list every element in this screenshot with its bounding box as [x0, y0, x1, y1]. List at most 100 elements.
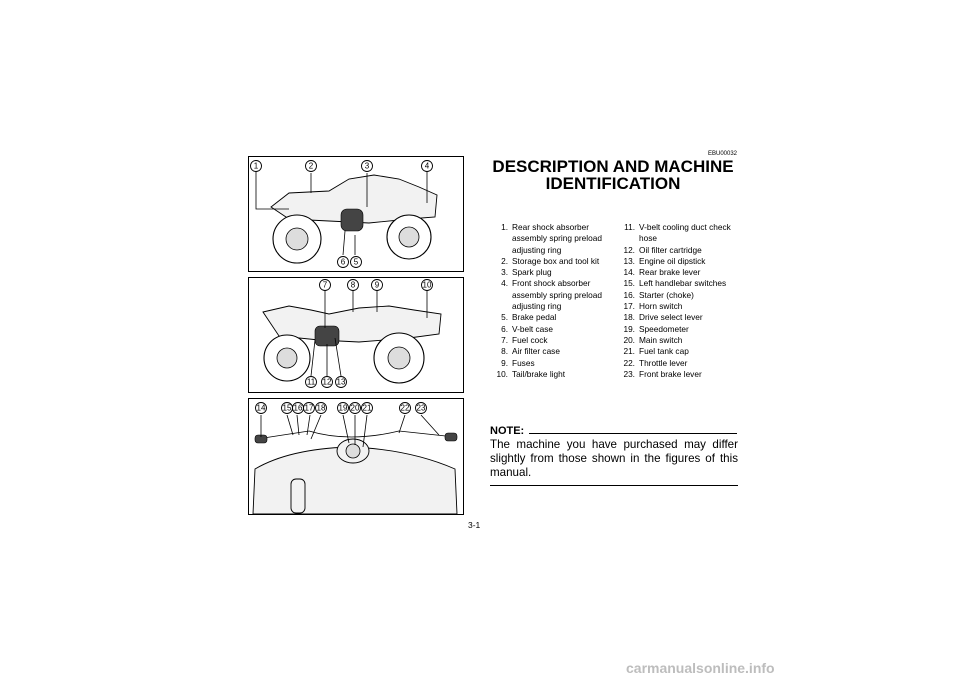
item-number: 8. — [501, 346, 508, 357]
parts-list-right: 11. V-belt cooling duct check hose 12.Oil… — [617, 222, 741, 380]
list-item: 20. Main switch — [617, 335, 741, 346]
callout-11: 11 — [305, 376, 317, 388]
callout-21: 21 — [361, 402, 373, 414]
list-item: 21. Fuel tank cap — [617, 346, 741, 357]
item-number: 20. — [623, 334, 635, 345]
item-text: Fuel cock — [512, 334, 548, 345]
item-number: 2. — [501, 255, 508, 266]
item-text: Main switch — [639, 334, 683, 345]
svg-text:14: 14 — [257, 404, 266, 413]
list-item: 18.Drive select lever — [617, 312, 741, 323]
svg-text:5: 5 — [354, 258, 359, 267]
list-item: 5.Brake pedal — [490, 312, 614, 323]
item-number: 4. — [501, 278, 508, 289]
item-text: Oil filter cartridge — [639, 244, 702, 255]
list-item: 4. Front shock absorber assembly spring p… — [490, 278, 614, 312]
item-number: 22. — [623, 357, 635, 368]
item-text: Rear brake lever — [639, 267, 701, 278]
list-item: 11. V-belt cooling duct check hose — [617, 222, 741, 245]
callout-13: 13 — [335, 376, 347, 388]
figure-atv-left-side: 7 8 9 10 11 12 13 — [248, 277, 464, 393]
callout-7: 7 — [319, 279, 331, 291]
callout-6: 6 — [337, 256, 349, 268]
item-text: Rear shock absorber assembly spring prel… — [512, 222, 602, 255]
note-label: NOTE: — [490, 425, 525, 437]
svg-text:3: 3 — [365, 162, 370, 171]
item-number: 7. — [501, 334, 508, 345]
page-title: DESCRIPTION AND MACHINE IDENTIFICATION — [492, 157, 734, 193]
svg-text:13: 13 — [337, 378, 346, 387]
list-item: 19. Speedometer — [617, 324, 741, 335]
callout-8: 8 — [347, 279, 359, 291]
list-item: 2. Storage box and tool kit — [490, 256, 614, 267]
list-item: 12.Oil filter cartridge — [617, 245, 741, 256]
list-item: 13. Engine oil dipstick — [617, 256, 741, 267]
svg-text:8: 8 — [351, 281, 356, 290]
list-item: 16.Starter (choke) — [617, 290, 741, 301]
page-number: 3-1 — [468, 520, 481, 530]
callout-9: 9 — [371, 279, 383, 291]
item-number: 19. — [623, 323, 635, 334]
list-item: 15.Left handlebar switches — [617, 278, 741, 289]
svg-text:20: 20 — [351, 404, 360, 413]
callout-5: 5 — [350, 256, 362, 268]
item-number: 13. — [623, 255, 635, 266]
callout-17: 17 — [303, 402, 315, 414]
item-text: Front shock absorber assembly spring pre… — [512, 278, 602, 312]
atv-left-side-illustration: 7 8 9 10 11 12 13 — [262, 279, 442, 388]
svg-text:21: 21 — [363, 404, 372, 413]
parts-list-left: 1. Rear shock absorber assembly spring pr… — [490, 222, 614, 380]
item-number: 10. — [496, 368, 508, 379]
list-item: 3. Spark plug — [490, 267, 614, 278]
callout-1: 1 — [250, 160, 262, 172]
svg-text:16: 16 — [294, 404, 303, 413]
figure-atv-right-side: 1 2 3 4 5 6 — [248, 156, 464, 272]
callout-12: 12 — [321, 376, 333, 388]
callout-22: 22 — [399, 402, 411, 414]
svg-text:1: 1 — [254, 162, 259, 171]
item-text: Storage box and tool kit — [512, 255, 600, 266]
callout-23: 23 — [415, 402, 427, 414]
item-text: Spark plug — [512, 267, 552, 278]
list-item: 14. Rear brake lever — [617, 267, 741, 278]
svg-text:22: 22 — [401, 404, 410, 413]
list-item: 10. Tail/brake light — [490, 369, 614, 380]
item-number: 14. — [623, 267, 635, 278]
svg-text:7: 7 — [323, 281, 328, 290]
item-number: 1. — [501, 222, 508, 232]
item-number: 23. — [623, 368, 635, 379]
item-text: Air filter case — [512, 346, 560, 357]
item-text: Speedometer — [639, 323, 689, 334]
document-code: EBU00032 — [708, 151, 738, 157]
list-item: 8. Air filter case — [490, 346, 614, 357]
item-number: 15. — [623, 278, 635, 289]
item-number: 9. — [501, 357, 508, 368]
svg-text:9: 9 — [375, 281, 380, 290]
item-text: Engine oil dipstick — [639, 255, 706, 266]
item-text: Brake pedal — [512, 312, 557, 323]
list-item: 7. Fuel cock — [490, 335, 614, 346]
list-item: 17.Horn switch — [617, 301, 741, 312]
list-item: 22.Throttle lever — [617, 358, 741, 369]
item-text: V-belt cooling duct check hose — [639, 222, 731, 244]
callout-4: 4 — [421, 160, 433, 172]
item-number: 3. — [501, 267, 508, 278]
item-text: V-belt case — [512, 323, 554, 334]
svg-text:6: 6 — [341, 258, 346, 267]
note-divider — [529, 433, 737, 434]
item-text: Tail/brake light — [512, 368, 566, 379]
callout-16: 16 — [292, 402, 304, 414]
list-item: 9.Fuses — [490, 358, 614, 369]
list-item: 1. Rear shock absorber assembly spring pr… — [490, 222, 614, 256]
atv-right-side-illustration: 1 2 3 4 5 6 — [250, 160, 438, 268]
item-number: 21. — [623, 346, 635, 357]
svg-text:18: 18 — [317, 404, 326, 413]
item-text: Fuel tank cap — [639, 346, 689, 357]
svg-text:23: 23 — [417, 404, 426, 413]
callout-10: 10 — [421, 279, 433, 291]
item-number: 11. — [624, 222, 635, 232]
figure-handlebar-view: 14 15 16 17 18 19 20 21 22 23 — [248, 398, 464, 515]
list-item: 6.V-belt case — [490, 324, 614, 335]
callout-14: 14 — [255, 402, 267, 414]
item-text: Front brake lever — [639, 368, 702, 379]
